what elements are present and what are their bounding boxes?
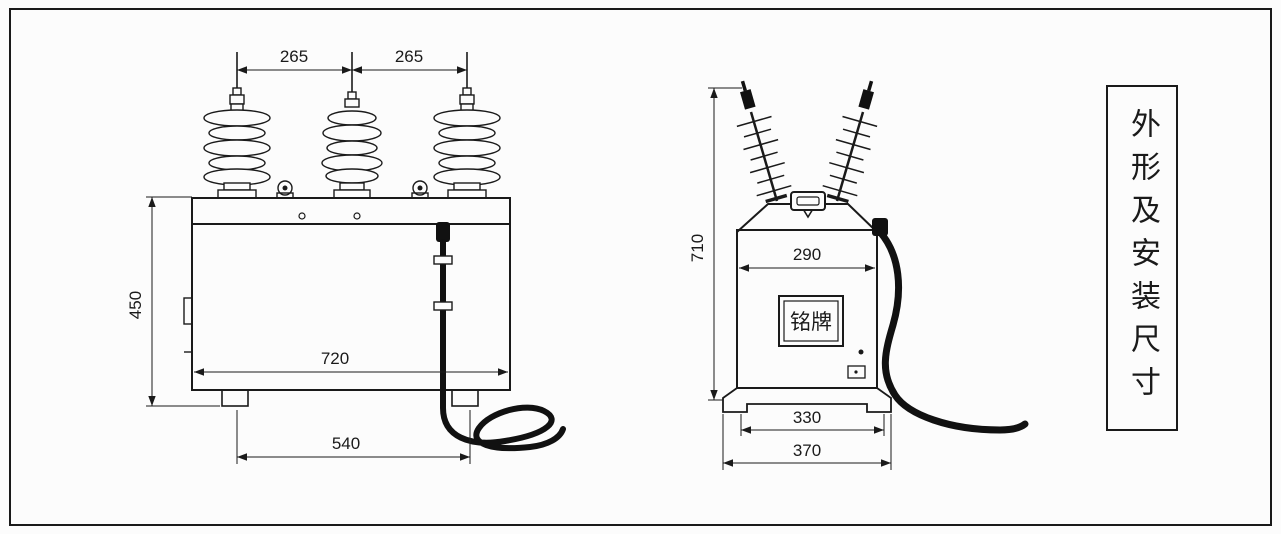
dim-base-370 — [722, 414, 892, 470]
dim-span-540-label: 540 — [332, 434, 360, 453]
drawing-border — [9, 8, 1272, 526]
tank-bolt — [858, 349, 864, 355]
dim-base-330 — [740, 414, 885, 436]
tank-lid — [191, 197, 511, 225]
dim-depth-290-label: 290 — [793, 245, 821, 264]
front-view: 265 265 — [126, 47, 566, 464]
side-view: 710 290 铭牌 330 370 — [688, 80, 1029, 470]
dim-width-720-label: 720 — [321, 349, 349, 368]
front-cable — [433, 222, 566, 452]
side-tank-body — [736, 229, 878, 389]
cover-handle-inner — [796, 196, 820, 206]
dim-span-540 — [236, 410, 471, 464]
side-bushing-right — [822, 80, 878, 204]
bushing-middle — [321, 91, 383, 199]
side-cable — [872, 218, 1029, 434]
dim-height-450-label: 450 — [126, 291, 145, 319]
terminal-dot — [854, 370, 858, 374]
dim-base-330-label: 330 — [793, 408, 821, 427]
side-bracket — [183, 297, 193, 325]
lid-bolt-2 — [353, 212, 361, 220]
title-box — [1106, 85, 1178, 431]
dim-pitch-right-label: 265 — [395, 47, 423, 66]
lid-bolt-1 — [298, 212, 306, 220]
dim-base-370-label: 370 — [793, 441, 821, 460]
nameplate: 铭牌 — [778, 295, 844, 347]
lifting-lug-left — [276, 180, 294, 199]
dim-height-710 — [708, 87, 742, 401]
nameplate-label: 铭牌 — [790, 311, 832, 334]
dim-height-450 — [146, 196, 220, 407]
dim-height-710-label: 710 — [688, 234, 707, 262]
vertical-title: 外形及安装尺寸 — [1126, 107, 1159, 409]
side-base — [722, 387, 892, 413]
bushing-left — [203, 87, 271, 199]
cover-handle — [790, 191, 826, 211]
tank-body — [191, 223, 511, 391]
bushing-right — [433, 87, 501, 199]
foot-left — [221, 389, 249, 407]
lifting-lug-right — [411, 180, 429, 199]
dim-pitch-left-label: 265 — [280, 47, 308, 66]
foot-right — [451, 389, 479, 407]
side-bushing-left — [736, 80, 792, 204]
terminal-box — [847, 365, 866, 379]
